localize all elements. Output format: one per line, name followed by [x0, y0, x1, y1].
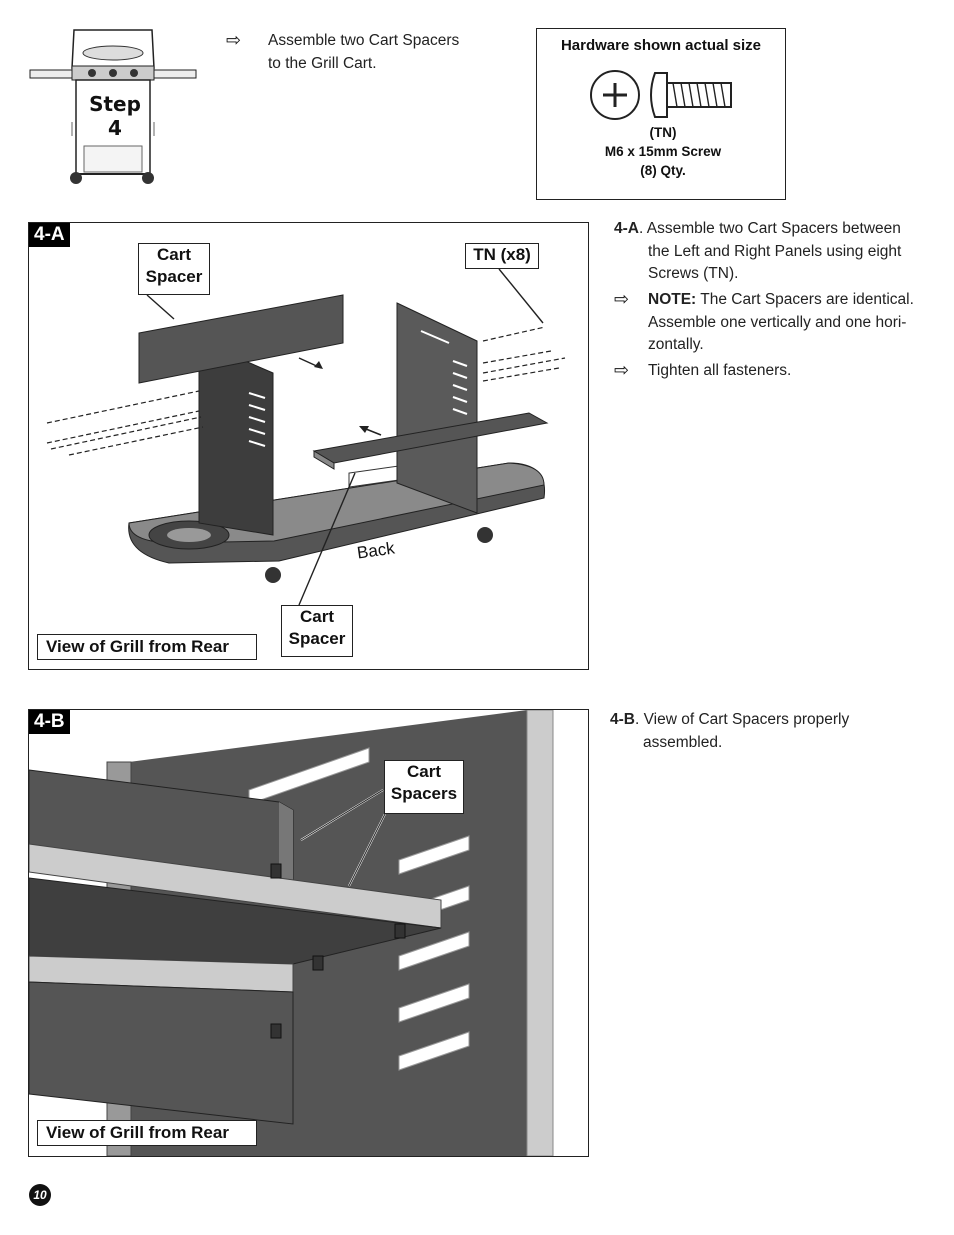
instruction-4a-line-1: 4-A. Assemble two Cart Spacers between: [614, 217, 901, 240]
hardware-qty: (8) Qty.: [640, 163, 686, 178]
instruction-4a-text-1: . Assemble two Cart Spacers between: [638, 220, 901, 237]
callout-cart-spacer-bottom: Cart Spacer: [281, 605, 353, 657]
intro-line-2: to the Grill Cart.: [268, 55, 377, 72]
instruction-4b-line-1: 4-B. View of Cart Spacers properly: [610, 708, 849, 731]
panel-4a-caption: View of Grill from Rear: [37, 634, 257, 660]
cart-assembled-illustration: [29, 710, 588, 1156]
instruction-4b-line-2: assembled.: [643, 734, 723, 751]
note-text-1: The Cart Spacers are identical.: [696, 291, 914, 308]
note-line-3: zontally.: [648, 336, 704, 353]
panel-4a: 4-A Cart Spacer TN (x8) Back Cart Spacer…: [28, 222, 589, 670]
callout-spacers-line-1: Cart: [406, 762, 441, 781]
instruction-4b-ref: 4-B: [610, 711, 635, 728]
note-arrow-icon: ⇨: [614, 289, 630, 310]
panel-4a-tag: 4-A: [29, 223, 70, 247]
instruction-4a-line-3: Screws (TN).: [648, 265, 739, 282]
callout-bottom-line-2: Spacer: [288, 629, 346, 648]
note-line-1: NOTE: The Cart Spacers are identical.: [648, 288, 914, 311]
step-thumbnail: Step 4: [28, 26, 200, 186]
intro-arrow-icon: ⇨: [226, 30, 242, 51]
hardware-title: Hardware shown actual size: [560, 37, 762, 54]
tighten-line: Tighten all fasteners.: [648, 362, 792, 379]
panel-4b: 4-B Cart Spacers View of Grill from Rear: [28, 709, 589, 1157]
intro-line-1: Assemble two Cart Spacers: [268, 32, 460, 49]
callout-cart-spacer-top: Cart Spacer: [138, 243, 210, 295]
callout-tn-x8: TN (x8): [465, 243, 539, 269]
page-number: 10: [33, 1188, 47, 1202]
screw-icon: [590, 70, 732, 120]
instruction-4a-line-2: the Left and Right Panels using eight: [648, 243, 902, 260]
step-number: 4: [108, 116, 122, 140]
note-line-2: Assemble one vertically and one hori-: [648, 314, 907, 331]
callout-spacers-line-2: Spacers: [390, 784, 458, 803]
tighten-arrow-icon: ⇨: [614, 360, 630, 381]
callout-top-line-1: Cart: [156, 245, 191, 264]
callout-top-line-2: Spacer: [145, 267, 203, 286]
callout-cart-spacers: Cart Spacers: [384, 760, 464, 814]
instruction-4b-text-1: . View of Cart Spacers properly: [634, 711, 850, 728]
page-number-badge: 10: [29, 1184, 51, 1206]
instruction-4a-ref: 4-A: [614, 220, 639, 237]
cart-exploded-illustration: [46, 268, 566, 606]
panel-4b-caption: View of Grill from Rear: [37, 1120, 257, 1146]
step-label: Step: [86, 92, 144, 116]
hardware-name: M6 x 15mm Screw: [604, 144, 722, 159]
hardware-box: Hardware shown actual size (TN) M6 x 15m…: [536, 28, 786, 200]
callout-bottom-line-1: Cart: [299, 607, 334, 626]
panel-4b-tag: 4-B: [29, 710, 70, 734]
note-label: NOTE:: [648, 291, 697, 308]
hardware-code: (TN): [649, 125, 677, 140]
